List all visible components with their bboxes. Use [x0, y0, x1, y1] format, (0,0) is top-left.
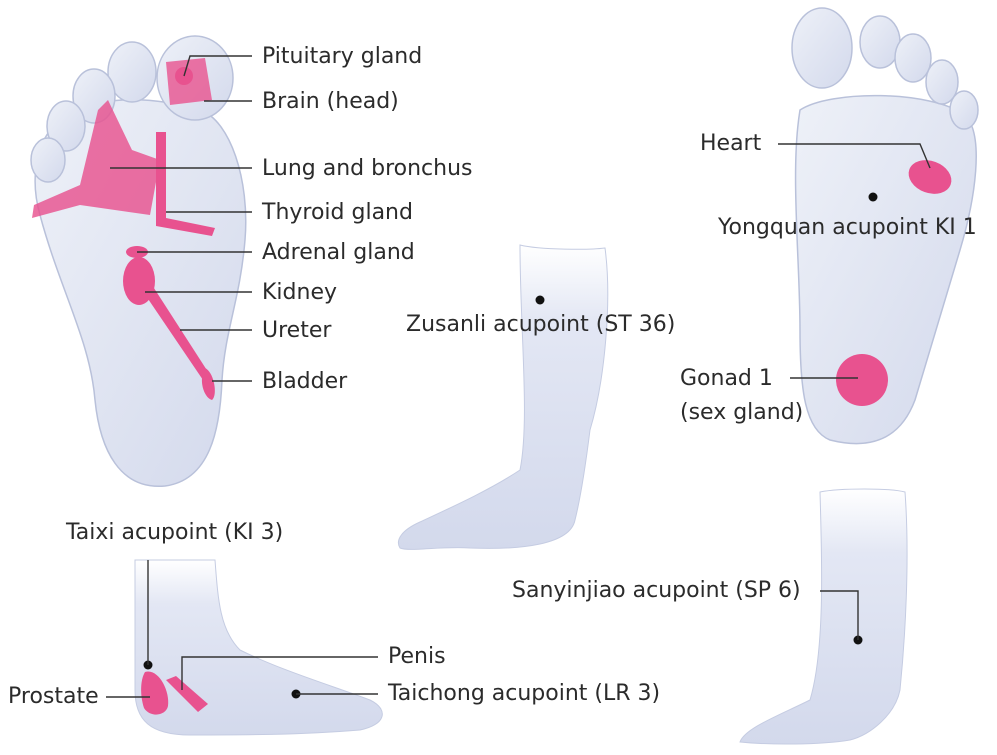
right-fifth-toe	[950, 91, 978, 129]
brain-head-label: Brain (head)	[262, 89, 399, 115]
pituitary-gland-label: Pituitary gland	[262, 44, 422, 70]
lung-and-bronchus-label: Lung and bronchus	[262, 156, 472, 182]
thyroid-gland-label: Thyroid gland	[262, 200, 413, 226]
adrenal-gland-label: Adrenal gland	[262, 240, 415, 266]
left-foot-sole	[31, 36, 252, 486]
bladder-label: Bladder	[262, 369, 347, 395]
sanyinjiao-label: Sanyinjiao acupoint (SP 6)	[512, 578, 801, 604]
gonad-label-line2: (sex gland)	[680, 400, 803, 426]
bottom-left-foot-side	[106, 560, 382, 735]
penis-label: Penis	[388, 644, 446, 670]
heart-label: Heart	[700, 131, 761, 157]
yongquan-label: Yongquan acupoint KI 1	[718, 215, 977, 241]
right-second-toe	[860, 16, 900, 68]
yongquan-point	[869, 193, 878, 202]
ureter-label: Ureter	[262, 318, 331, 344]
taixi-label: Taixi acupoint (KI 3)	[66, 520, 283, 546]
gonad-label-line1: Gonad 1	[680, 366, 773, 392]
center-leg	[398, 245, 607, 549]
zusanli-label: Zusanli acupoint (ST 36)	[406, 312, 675, 338]
right-big-toe	[792, 8, 852, 88]
taichong-label: Taichong acupoint (LR 3)	[388, 681, 660, 707]
right-third-toe	[895, 34, 931, 82]
gonad-zone	[836, 354, 888, 406]
fifth-toe	[31, 138, 65, 182]
bottom-right-leg	[740, 489, 907, 744]
kidney-label: Kidney	[262, 280, 337, 306]
prostate-label: Prostate	[8, 684, 99, 710]
zusanli-point	[536, 296, 545, 305]
